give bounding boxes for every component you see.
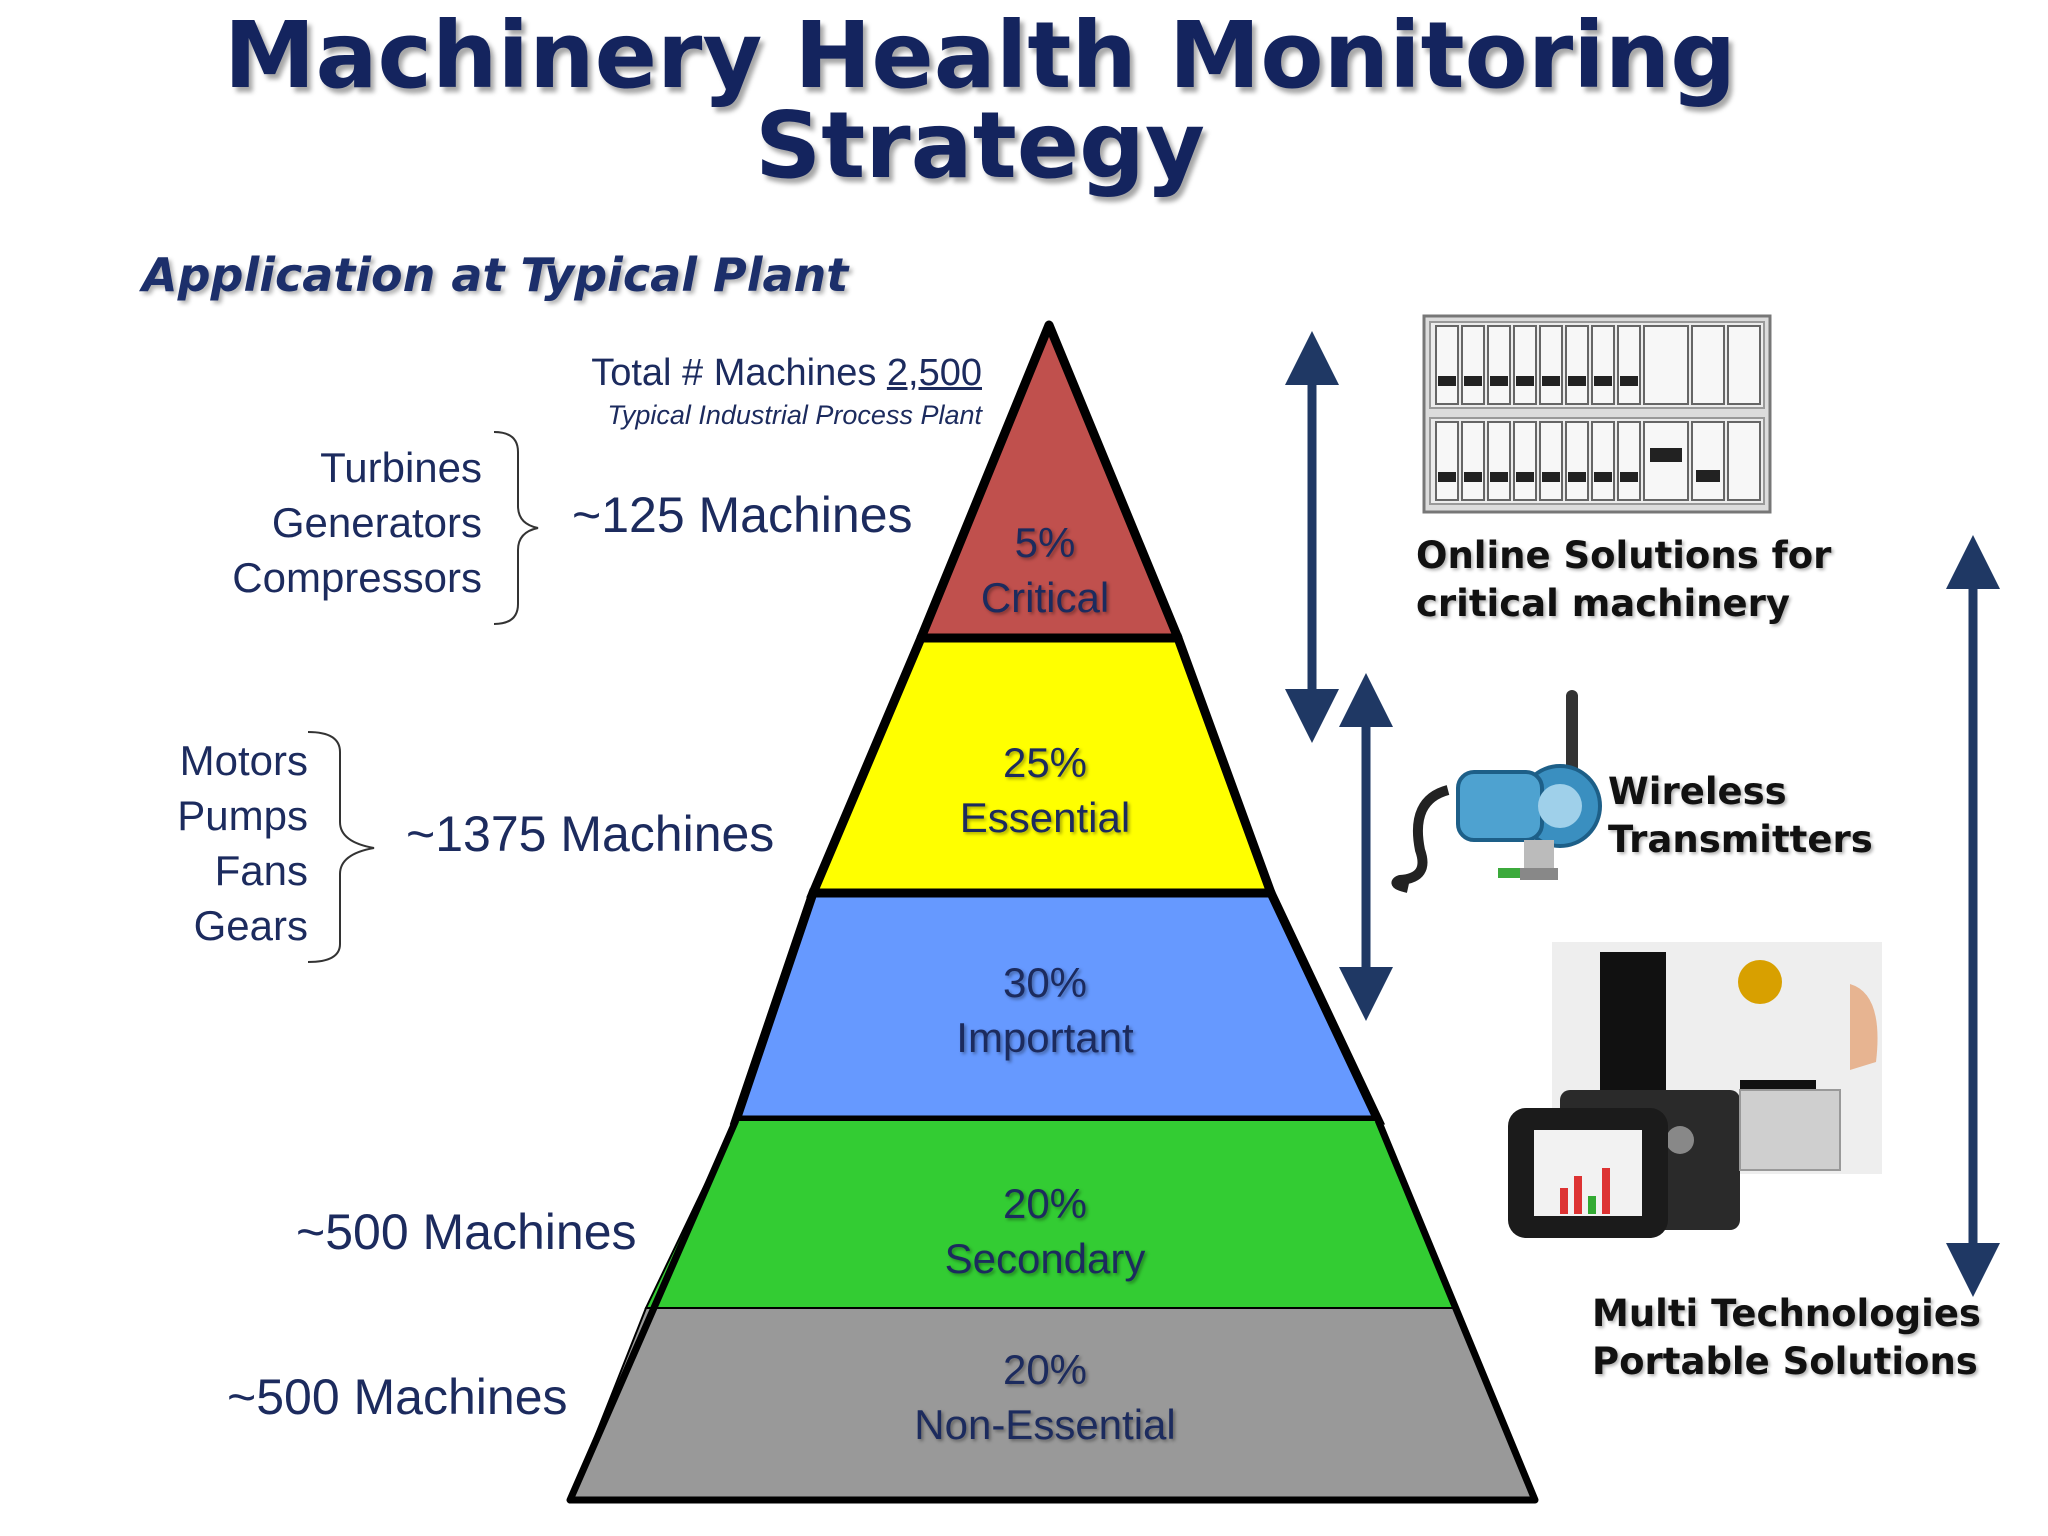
online-solutions-caption: Online Solutions for critical machinery	[1416, 532, 1831, 628]
page-title-line-1: Machinery Health Monitoring	[223, 2, 1737, 109]
list-item: Fans	[214, 847, 308, 894]
total-machines: Total # Machines 2,500	[591, 352, 982, 395]
tier-essential-pct: 25%	[1002, 739, 1088, 786]
total-machines-label: Total # Machines	[591, 352, 877, 394]
tier-nonessential-name: Non-Essential	[914, 1401, 1176, 1448]
tier-secondary-pct: 20%	[1002, 1180, 1088, 1227]
list-item: Pumps	[177, 792, 308, 839]
tier-important-name: Important	[956, 1014, 1134, 1061]
critical-brace	[493, 431, 539, 625]
tier-essential-name: Essential	[959, 794, 1131, 841]
tier-critical-name: Critical	[980, 574, 1110, 621]
plant-type: Typical Industrial Process Plant	[607, 400, 982, 430]
tier-nonessential-label: 20% Non-Essential	[825, 1342, 1265, 1452]
essential-count: ~1375 Machines	[406, 806, 775, 862]
list-item: Turbines	[320, 444, 482, 491]
list-item: Generators	[271, 499, 482, 546]
portable-line-1: Multi Technologies	[1592, 1292, 1981, 1335]
wireless-transmitter-image	[1391, 690, 1602, 893]
tier-important-pct: 30%	[1002, 959, 1088, 1006]
list-item: Motors	[179, 737, 308, 784]
list-item: Compressors	[232, 554, 482, 601]
portable-instruments-image	[1508, 942, 1882, 1238]
nonessential-count: ~500 Machines	[227, 1369, 568, 1425]
essential-machine-list: Motors Pumps Fans Gears	[177, 733, 308, 953]
online-rack-image	[1422, 314, 1772, 514]
total-machines-value: 2,500	[886, 352, 982, 394]
essential-brace	[307, 731, 375, 963]
page-subtitle: Application at Typical Plant	[142, 248, 849, 302]
tier-secondary-name: Secondary	[944, 1235, 1146, 1282]
tier-important-label: 30% Important	[825, 955, 1265, 1065]
online-solutions-line-1: Online Solutions for	[1416, 534, 1832, 577]
critical-count: ~125 Machines	[572, 487, 913, 543]
wireless-line-1: Wireless	[1608, 770, 1787, 813]
tier-critical-label: 5% Critical	[825, 515, 1265, 625]
portable-solutions-caption: Multi Technologies Portable Solutions	[1592, 1290, 1981, 1386]
portable-line-2: Portable Solutions	[1592, 1340, 1978, 1383]
secondary-count: ~500 Machines	[296, 1204, 637, 1260]
tier-secondary-label: 20% Secondary	[825, 1176, 1265, 1286]
wireless-line-2: Transmitters	[1608, 818, 1873, 861]
tier-critical-pct: 5%	[1014, 519, 1076, 566]
pyramid-outline	[566, 1118, 1539, 1504]
page-title-line-2: Strategy	[755, 92, 1205, 199]
tier-nonessential-pct: 20%	[1002, 1346, 1088, 1393]
list-item: Gears	[193, 902, 308, 949]
tier-essential-label: 25% Essential	[825, 735, 1265, 845]
online-solutions-line-2: critical machinery	[1416, 582, 1790, 625]
wireless-transmitters-caption: Wireless Transmitters	[1608, 768, 1873, 864]
critical-machine-list: Turbines Generators Compressors	[232, 440, 482, 605]
